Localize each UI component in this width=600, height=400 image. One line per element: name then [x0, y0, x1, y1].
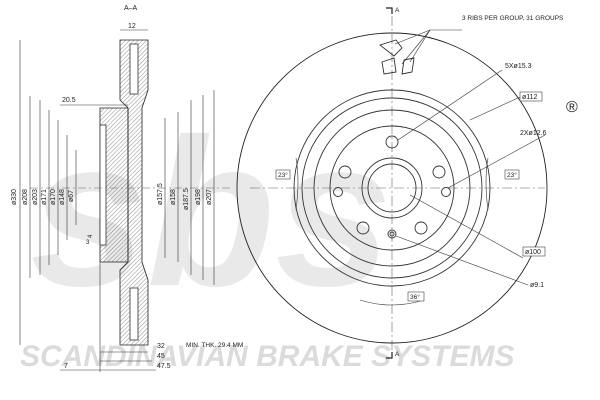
center-bore-label: ø100 — [525, 249, 541, 256]
hub-hole-label: ø9.1 — [530, 282, 544, 289]
dim-7: 7 — [64, 363, 68, 370]
angle-right-label: 23° — [507, 171, 517, 179]
dim-157-5: ø157.5 — [157, 183, 164, 205]
dim-198: ø198 — [195, 189, 202, 205]
dim-hat-offset: 20.5 — [62, 97, 76, 104]
registered-mark: ® — [566, 99, 578, 116]
dim-67: ø67 — [68, 190, 75, 202]
dim-187-5: ø187.5 — [183, 188, 190, 210]
dim-203: ø203 — [32, 189, 39, 205]
dim-330: ø330 — [11, 189, 18, 205]
dim-small-3: 3 — [86, 240, 90, 246]
dim-47-5: 47.5 — [157, 363, 171, 370]
dim-158: ø158 — [170, 189, 177, 205]
watermark: sbs SCANDINAVIAN BRAKE SYSTEMS — [20, 95, 515, 373]
front-view — [236, 7, 548, 359]
section-mark-bottom: A — [395, 351, 400, 358]
dim-45: 45 — [157, 353, 165, 360]
angle-left-label: 23° — [278, 171, 288, 179]
min-thickness-note: MIN. THK. 29.4 MM — [186, 342, 243, 349]
dim-small-4: 4 — [88, 234, 94, 238]
watermark-logo: sbs — [30, 95, 392, 330]
section-label: A–A — [124, 5, 138, 12]
dim-148: ø148 — [59, 189, 66, 205]
angle-bottom-label: 36° — [410, 293, 420, 301]
section-mark-top: A — [395, 7, 400, 14]
dim-207: ø207 — [206, 189, 213, 205]
dim-170: ø170 — [50, 189, 57, 205]
ribs-note: 3 RIBS PER GROUP, 31 GROUPS — [462, 15, 564, 22]
bolt-holes-label: 5Xø15.3 — [505, 63, 532, 70]
side-view-labels: A–A 12 20.5 ø330 ø208 ø203 ø171 ø170 ø14… — [11, 5, 243, 370]
small-holes-label: 2Xø12.6 — [520, 130, 547, 137]
dim-171: ø171 — [41, 189, 48, 205]
dim-208: ø208 — [22, 189, 29, 205]
pcd-label: ø112 — [522, 94, 538, 101]
dim-32: 32 — [157, 343, 165, 350]
front-view-labels: A A 3 RIBS PER GROUP, 31 GROUPS 5Xø15.3 … — [278, 7, 578, 358]
side-section-view — [19, 29, 230, 372]
watermark-tagline: SCANDINAVIAN BRAKE SYSTEMS — [20, 340, 515, 373]
dim-top-width: 12 — [128, 23, 136, 30]
